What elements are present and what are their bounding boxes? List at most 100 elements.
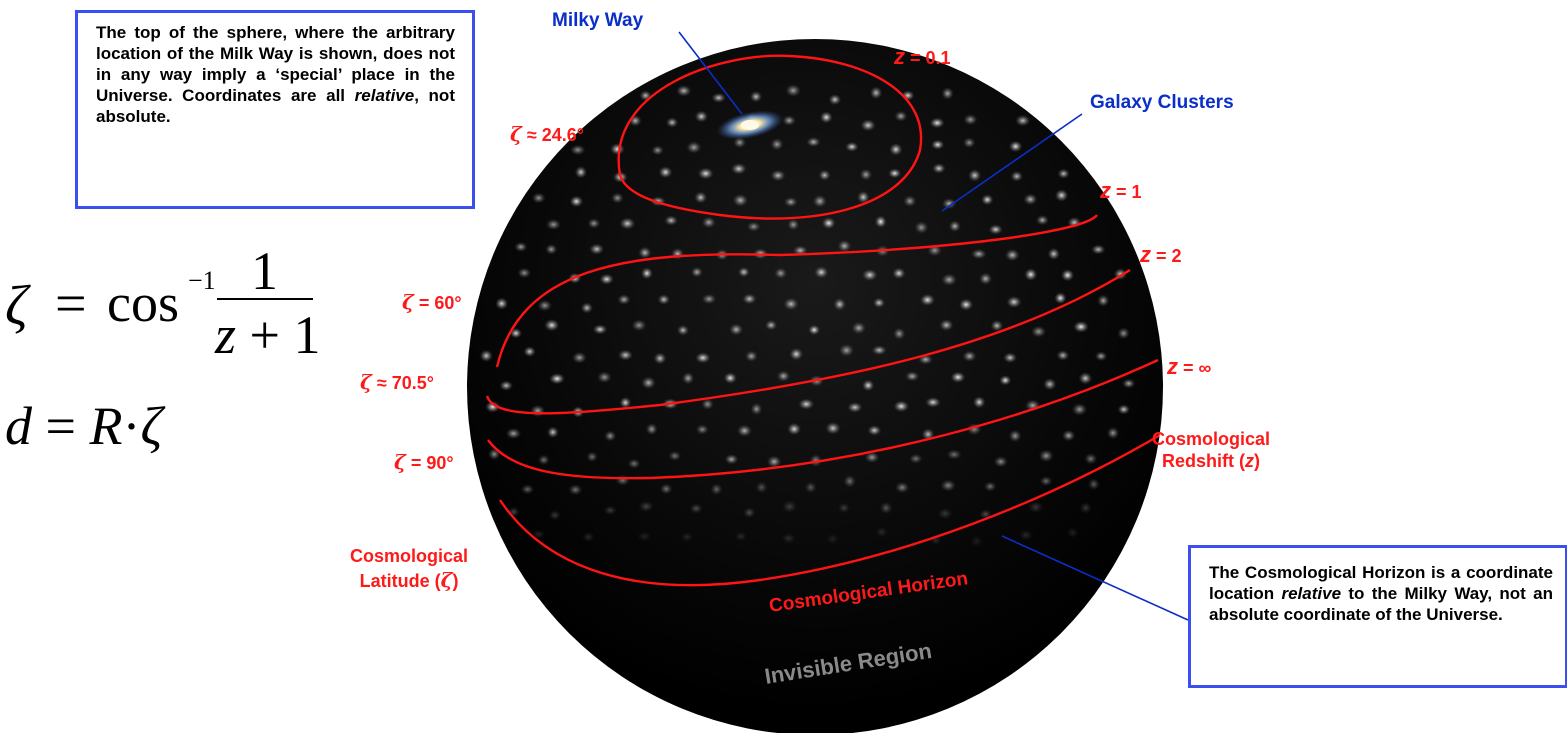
callout-text: The top of the sphere, where the arbitra… [96,23,455,105]
leader-lines [678,31,1189,621]
galaxy-cluster-dot [939,319,954,332]
galaxy-cluster-dot [676,324,690,336]
galaxy-cluster-dot [690,266,703,278]
galaxy-cluster-dot [983,481,997,492]
galaxy-cluster-dot [755,481,768,494]
formula-function: cos [107,273,179,333]
galaxy-cluster-dot [774,267,788,279]
galaxy-cluster-dot [549,373,566,385]
galaxy-cluster-dot [638,246,652,259]
formula-lhs: ζ [5,275,28,337]
galaxy-cluster-dot [946,449,962,460]
galaxy-cluster-dot [546,426,559,439]
galaxy-cluster-dot [979,272,993,285]
galaxy-cluster-dot [857,190,870,204]
galaxy-cluster-dot [1039,476,1053,487]
galaxy-cluster-dot [838,343,855,357]
galaxy-cluster-dot [742,293,757,305]
galaxy-cluster-dot [505,427,522,440]
galaxy-cluster-dot [812,194,827,208]
galaxy-cluster-dot [520,484,535,495]
galaxy-cluster-dot [1010,170,1024,182]
ring-z-2 [485,268,1131,415]
galaxy-cluster-dot [689,503,703,514]
galaxy-cluster-dot [1057,168,1070,179]
galaxy-cluster-dot [671,247,685,260]
ring-horizon [499,433,1161,587]
galaxy-cluster-dot [1047,247,1061,261]
galaxy-cluster-dot [766,455,782,468]
galaxy-cluster-dot [1073,320,1089,333]
galaxy-cluster-dot [968,169,982,182]
galaxy-cluster-dot [659,483,673,495]
galaxy-cluster-dot [604,430,617,442]
galaxy-cluster-dot [843,474,857,488]
galaxy-cluster-dot [495,297,509,310]
formula-radius: R [89,396,123,456]
galaxy-cluster-dot [733,136,747,149]
horizon-callout: The Cosmological Horizon is a coordinate… [1188,545,1567,688]
galaxy-cluster-dot [523,346,536,357]
galaxy-cluster-dot [724,454,739,465]
galaxy-cluster-dot [764,319,778,331]
fraction-bar [217,298,313,300]
formula-denominator: z + 1 [215,305,321,365]
galaxy-cluster-dot [999,375,1012,386]
galaxy-clusters-pointer [941,113,1083,212]
horizon-note-pointer [1001,535,1189,621]
galaxy-cluster-dot [701,398,714,411]
galaxy-cluster-dot [664,215,678,226]
galaxy-cluster-dot [837,502,851,514]
latitude-axis-title: Cosmological Latitude (ζ) [350,546,469,592]
galaxy-cluster-dot [1061,429,1076,442]
galaxy-cluster-dot [695,424,709,435]
galaxy-cluster-dot [990,319,1004,332]
galaxy-cluster-dot [847,402,863,413]
galaxy-cluster-dot [1008,140,1023,153]
latitude-rings [485,54,1161,587]
galaxy-cluster-dot [617,294,631,305]
galaxy-cluster-dot [636,531,652,542]
formula-zeta: ζ [140,396,163,456]
galaxy-cluster-dot [814,266,829,279]
galaxy-cluster-dot [619,396,632,409]
galaxy-cluster-dot [871,345,887,356]
latitude-mark-24.6: ζ ≈ 24.6° [510,122,584,146]
galaxy-cluster-dot [1079,501,1092,514]
galaxy-cluster-dot [653,352,667,365]
galaxy-cluster-dot [783,297,799,311]
milky-way-icon [716,110,784,140]
galaxy-cluster-dot [851,321,867,335]
galaxy-cluster-dot [479,349,493,363]
galaxy-cluster-dot [941,273,957,287]
galaxy-cluster-dot [1015,114,1031,127]
galaxy-cluster-dot [963,113,978,126]
galaxy-cluster-dot [859,168,873,181]
galaxy-cluster-dot [658,166,673,179]
galaxy-cluster-dot [833,297,846,311]
galaxy-cluster-dot [711,92,726,103]
galaxy-cluster-dot [781,532,796,544]
galaxy-cluster-dot [615,474,631,486]
galaxy-cluster-dot [736,424,753,437]
galaxy-cluster-dot [798,398,815,410]
galaxy-cluster-dot [1061,269,1075,282]
galaxy-cluster-dot [1122,378,1136,389]
redshift-axis-title: Cosmological Redshift (z) [1152,429,1271,471]
galaxy-cluster-dot [809,454,823,467]
ring-z-infinity [487,358,1159,480]
redshift-mark-1: z = 1 [1100,178,1142,203]
galaxy-cluster-dot [697,167,714,180]
galaxy-cluster-dot [537,299,553,312]
galaxy-cluster-dot [776,370,791,382]
galaxy-cluster-dot [1084,452,1098,465]
callout-text: The Cosmological Horizon is a coordinate… [1209,563,1553,603]
galaxy-cluster-dot [808,324,821,336]
galaxy-cluster-dot [981,194,994,206]
galaxy-cluster-dot [785,84,802,97]
galaxy-cluster-dot [948,220,961,233]
callout-text-end: , not absolute. [96,86,455,126]
redshift-mark-2: z = 2 [1140,242,1182,267]
galaxy-cluster-dot [744,350,758,362]
